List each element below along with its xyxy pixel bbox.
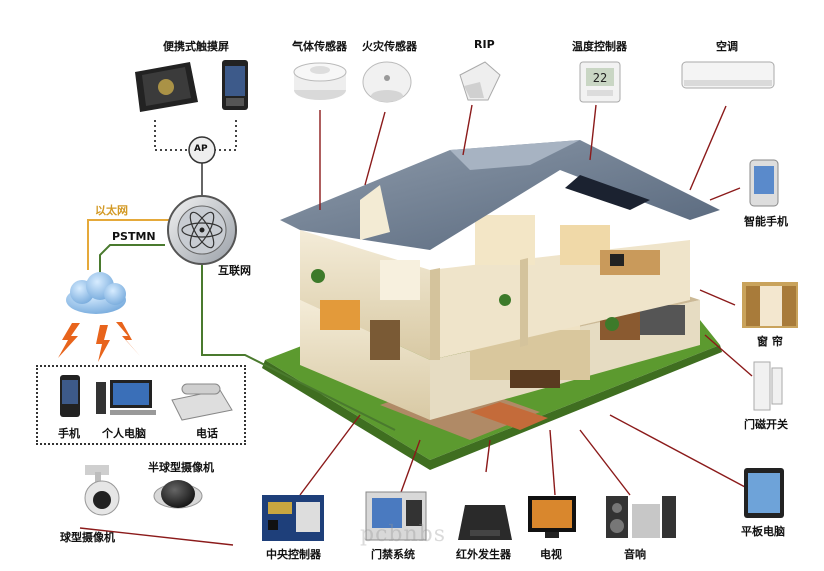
mobile-phone-top-icon (222, 60, 248, 110)
communication-devices-box (36, 365, 246, 445)
ir-emitter-icon (458, 505, 512, 540)
ir-emitter-label: 红外发生器 (456, 548, 511, 561)
mobile-phone-icon (60, 375, 80, 417)
ptz-camera-label: 球型摄像机 (60, 531, 115, 544)
pointer-lines (79, 104, 753, 546)
personal-computer-icon (96, 380, 156, 415)
telephone-label: 电话 (196, 427, 218, 440)
pstmn-label: PSTMN (112, 230, 156, 243)
touchscreen-device-icon (135, 62, 198, 112)
curtain-label: 窗 帘 (757, 335, 783, 348)
smartphone-label: 智能手机 (744, 215, 788, 228)
rip-label: RIP (474, 38, 495, 51)
smart-phone-right-icon (749, 159, 779, 207)
wifi-links (154, 120, 237, 151)
pstmn-line (99, 244, 165, 275)
audio-system-icon (606, 496, 676, 538)
thermostat-display: 22 (593, 71, 607, 85)
internet-globe-icon (167, 195, 237, 265)
tv-label: 电视 (540, 548, 562, 561)
ptz-camera-icon (84, 465, 120, 516)
aircon-label: 空调 (716, 40, 738, 53)
door-sensor-label: 门磁开关 (744, 418, 788, 431)
gas-sensor-icon (293, 62, 347, 100)
dome-camera-label: 半球型摄像机 (148, 461, 214, 474)
telephone-icon (171, 383, 233, 421)
curtain-icon (742, 282, 798, 328)
fire-sensor-label: 火灾传感器 (362, 40, 417, 53)
internet-label: 互联网 (218, 264, 251, 277)
tablet-label: 平板电脑 (741, 525, 785, 538)
central-controller-icon (262, 495, 324, 541)
pc-label: 个人电脑 (102, 427, 146, 440)
tv-icon (528, 496, 576, 538)
thermostat-icon: 22 (579, 61, 621, 103)
fire-sensor-icon (362, 61, 412, 103)
ethernet-line (87, 219, 170, 270)
access-control-icon (365, 491, 427, 541)
gas-sensor-label: 气体传感器 (292, 40, 347, 53)
house-link-line (201, 265, 396, 431)
ethernet-label: 以太网 (95, 204, 128, 217)
watermark: pcbnbs (360, 522, 447, 547)
central-controller-label: 中央控制器 (266, 548, 321, 561)
ap-label: AP (194, 144, 208, 154)
air-conditioner-icon (681, 61, 775, 89)
signal-sparks (58, 322, 140, 362)
access-control-label: 门禁系统 (371, 548, 415, 561)
dome-camera-icon (153, 480, 203, 509)
tablet-icon (744, 468, 784, 518)
rip-sensor-icon (459, 61, 501, 101)
house-illustration (262, 140, 722, 470)
mobile-label: 手机 (58, 427, 80, 440)
door-sensor-icon (753, 361, 783, 411)
audio-label: 音响 (624, 548, 646, 561)
thermostat-label: 温度控制器 (572, 40, 627, 53)
touchscreen-label: 便携式触摸屏 (163, 40, 229, 53)
ap-node (188, 136, 216, 164)
cloud-icon (66, 272, 126, 314)
